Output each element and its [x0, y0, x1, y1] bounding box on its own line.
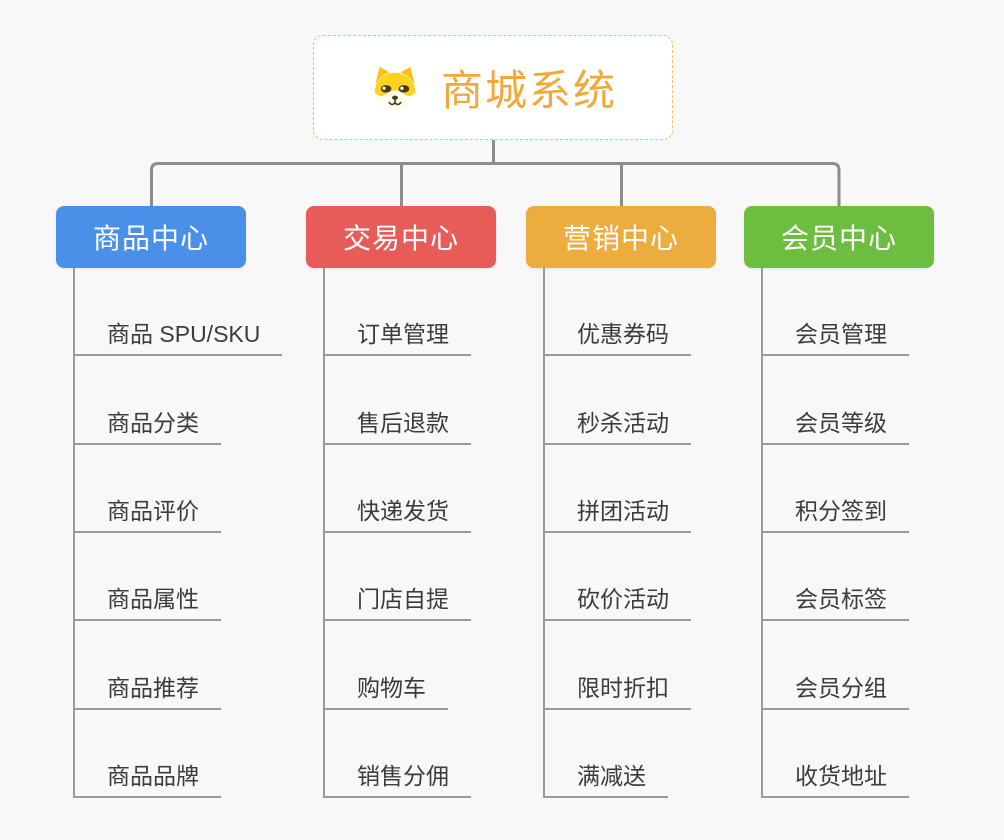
child-topic-label: 订单管理 [357, 321, 449, 348]
child-topic-label: 优惠券码 [577, 321, 669, 348]
child-topic[interactable]: 限时折扣 [545, 621, 691, 710]
child-topic[interactable]: 购物车 [325, 621, 448, 710]
child-topic[interactable]: 会员分组 [763, 621, 909, 710]
root-node[interactable]: 商城系统 [313, 35, 673, 140]
branch-label: 商品中心 [92, 223, 209, 254]
branch-label: 营销中心 [562, 223, 679, 254]
child-topic-label: 积分签到 [795, 497, 887, 524]
child-topic[interactable]: 商品品牌 [75, 710, 221, 798]
child-topic[interactable]: 会员等级 [763, 356, 909, 445]
child-topic-label: 购物车 [357, 674, 426, 701]
child-topic[interactable]: 秒杀活动 [545, 356, 691, 445]
child-topic[interactable]: 商品属性 [75, 533, 221, 622]
branch-children-products: 商品 SPU/SKU 商品分类 商品评价 商品属性 商品推荐 商品品牌 [73, 268, 283, 798]
child-topic[interactable]: 会员管理 [763, 268, 909, 357]
branch-box-marketing[interactable]: 营销中心 [526, 206, 716, 268]
branch-trade: 交易中心 订单管理 售后退款 快递发货 门店自提 购物车 销售分佣 [306, 206, 496, 798]
child-topic[interactable]: 优惠券码 [545, 268, 691, 357]
branch-members: 会员中心 会员管理 会员等级 积分签到 会员标签 会员分组 收货地址 [744, 206, 934, 798]
child-topic[interactable]: 商品评价 [75, 445, 221, 533]
child-topic-label: 秒杀活动 [577, 409, 669, 436]
child-topic-label: 商品推荐 [107, 674, 199, 701]
branch-label: 会员中心 [780, 223, 897, 254]
child-topic-label: 商品 SPU/SKU [107, 321, 261, 348]
child-topic[interactable]: 会员标签 [763, 533, 909, 622]
child-topic-label: 售后退款 [357, 409, 449, 436]
shiba-dog-icon [369, 63, 421, 113]
branch-products: 商品中心 商品 SPU/SKU 商品分类 商品评价 商品属性 商品推荐 商品品牌 [56, 206, 283, 798]
child-topic[interactable]: 商品推荐 [75, 621, 221, 710]
child-topic-label: 门店自提 [357, 586, 449, 613]
child-topic[interactable]: 积分签到 [763, 445, 909, 533]
child-topic[interactable]: 订单管理 [325, 268, 471, 357]
child-topic-label: 会员标签 [795, 586, 887, 613]
child-topic-label: 商品属性 [107, 586, 199, 613]
branch-children-trade: 订单管理 售后退款 快递发货 门店自提 购物车 销售分佣 [323, 268, 471, 798]
child-topic[interactable]: 快递发货 [325, 445, 471, 533]
branch-box-trade[interactable]: 交易中心 [306, 206, 496, 268]
child-topic-label: 砍价活动 [577, 586, 669, 613]
branch-label: 交易中心 [342, 223, 459, 254]
child-topic[interactable]: 销售分佣 [325, 710, 471, 798]
root-title: 商城系统 [440, 67, 617, 114]
child-topic[interactable]: 拼团活动 [545, 445, 691, 533]
child-topic-label: 会员分组 [795, 674, 887, 701]
child-topic[interactable]: 售后退款 [325, 356, 471, 445]
child-topic-label: 满减送 [577, 762, 646, 789]
branch-box-members[interactable]: 会员中心 [744, 206, 934, 268]
child-topic[interactable]: 商品分类 [75, 356, 221, 445]
child-topic-label: 收货地址 [795, 762, 887, 789]
branch-children-members: 会员管理 会员等级 积分签到 会员标签 会员分组 收货地址 [761, 268, 909, 798]
child-topic-label: 限时折扣 [577, 674, 669, 701]
child-topic[interactable]: 收货地址 [763, 710, 909, 798]
child-topic-label: 会员管理 [795, 321, 887, 348]
child-topic-label: 商品品牌 [107, 762, 199, 789]
child-topic-label: 拼团活动 [577, 497, 669, 524]
child-topic-label: 商品评价 [107, 497, 199, 524]
child-topic[interactable]: 门店自提 [325, 533, 471, 622]
branch-marketing: 营销中心 优惠券码 秒杀活动 拼团活动 砍价活动 限时折扣 满减送 [526, 206, 716, 798]
bus-connector-line [150, 162, 841, 206]
child-topic-label: 快递发货 [357, 497, 449, 524]
branch-box-products[interactable]: 商品中心 [56, 206, 246, 268]
child-topic-label: 商品分类 [107, 409, 199, 436]
child-topic-label: 会员等级 [795, 409, 887, 436]
child-topic-label: 销售分佣 [357, 762, 449, 789]
child-topic[interactable]: 商品 SPU/SKU [75, 268, 283, 357]
branch-children-marketing: 优惠券码 秒杀活动 拼团活动 砍价活动 限时折扣 满减送 [543, 268, 691, 798]
child-topic[interactable]: 满减送 [545, 710, 668, 798]
child-topic[interactable]: 砍价活动 [545, 533, 691, 622]
